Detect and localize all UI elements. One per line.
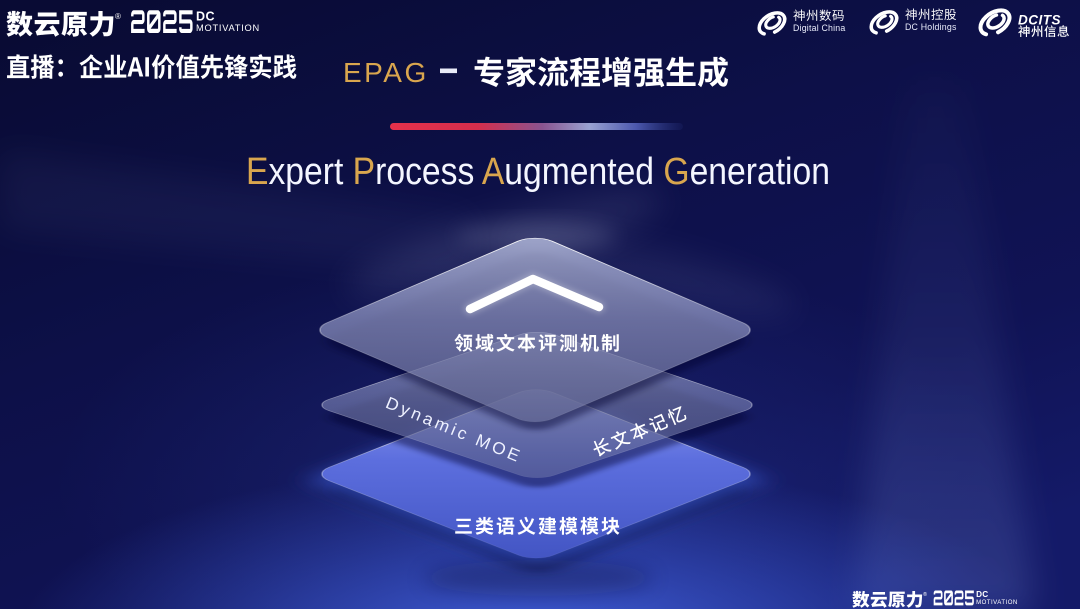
svg-text:Expert Process Augmented Gener: Expert Process Augmented Generation — [246, 151, 830, 193]
svg-text:Digital China: Digital China — [793, 23, 845, 33]
svg-text:DCITS: DCITS — [1018, 13, 1061, 28]
svg-text:DC Holdings: DC Holdings — [905, 22, 957, 32]
svg-text:EPAG: EPAG — [343, 57, 429, 88]
